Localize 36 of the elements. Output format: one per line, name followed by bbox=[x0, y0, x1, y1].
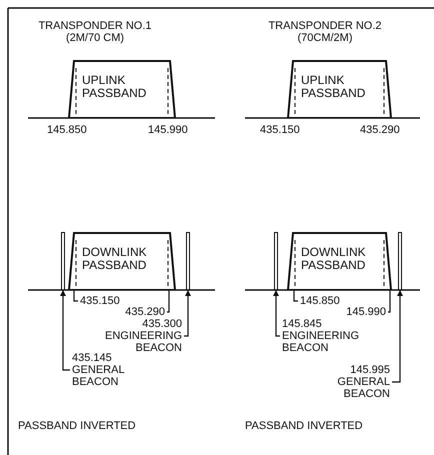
leader-line bbox=[60, 290, 70, 371]
frequency-label: 145.845 bbox=[282, 318, 322, 330]
beacon-marker bbox=[274, 232, 278, 290]
beacon-marker bbox=[61, 232, 65, 290]
frequency-label: 145.990 bbox=[148, 124, 189, 136]
frequency-label: 435.145 bbox=[72, 352, 112, 364]
beacon-name: GENERAL BEACON bbox=[72, 364, 126, 388]
downlink-passband: DOWNLINK PASSBAND bbox=[287, 232, 392, 290]
leader-line bbox=[167, 290, 170, 313]
panel-title: TRANSPONDER NO.1 (2M/70 CM) bbox=[37, 20, 153, 44]
frequency-label: 145.995 bbox=[350, 364, 390, 376]
leader-line bbox=[392, 290, 403, 383]
beacon-name: ENGINEERING BEACON bbox=[104, 330, 182, 354]
downlink-passband: DOWNLINK PASSBAND bbox=[68, 232, 176, 290]
frequency-label: 145.990 bbox=[320, 306, 386, 318]
panel-title: TRANSPONDER NO.2 (70CM/2M) bbox=[267, 20, 383, 44]
beacon-marker bbox=[398, 232, 402, 290]
beacon-marker bbox=[186, 232, 190, 290]
frequency-label: 435.290 bbox=[360, 124, 401, 136]
beacon-name: GENERAL BEACON bbox=[336, 376, 390, 400]
frequency-label: 435.150 bbox=[80, 295, 140, 307]
frequency-label: 145.850 bbox=[47, 124, 88, 136]
leader-line bbox=[73, 290, 78, 302]
uplink-passband: UPLINK PASSBAND bbox=[287, 60, 392, 118]
mode-note: PASSBAND INVERTED bbox=[18, 420, 136, 432]
mode-note: PASSBAND INVERTED bbox=[245, 420, 363, 432]
leader-line bbox=[388, 290, 391, 313]
uplink-passband: UPLINK PASSBAND bbox=[68, 60, 176, 118]
frequency-label: 435.150 bbox=[260, 124, 301, 136]
leader-line bbox=[293, 290, 298, 302]
frequency-label: 145.850 bbox=[300, 295, 360, 307]
frequency-label: 435.300 bbox=[142, 318, 182, 330]
leader-line bbox=[184, 290, 191, 337]
frequency-label: 435.290 bbox=[100, 306, 165, 318]
beacon-name: ENGINEERING BEACON bbox=[282, 330, 360, 354]
leader-line bbox=[273, 290, 280, 337]
